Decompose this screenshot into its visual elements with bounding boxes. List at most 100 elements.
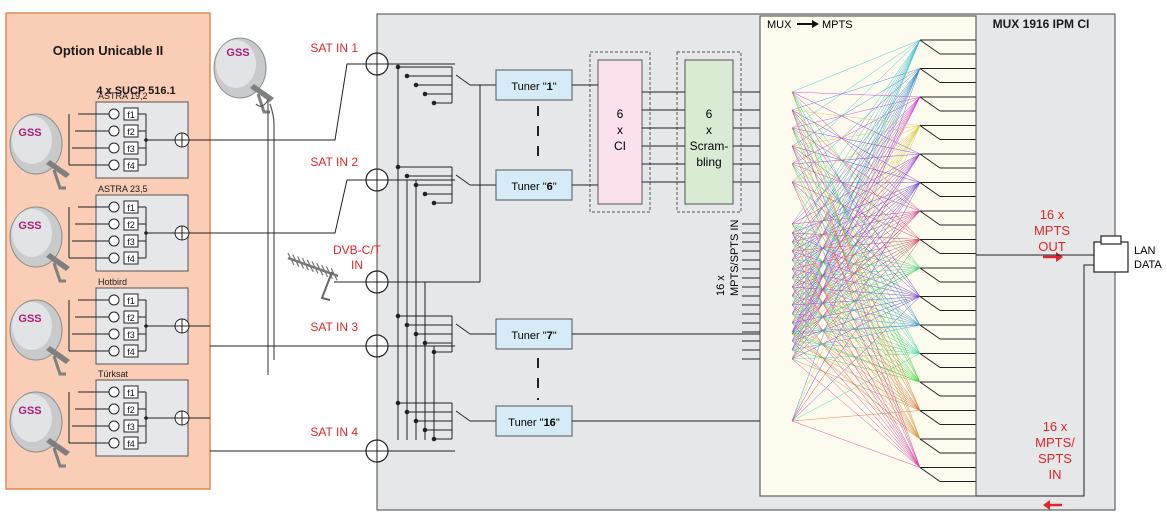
input-bus (365, 52, 496, 463)
mux-route (791, 125, 921, 183)
mux-route (791, 259, 921, 269)
filter-label: f3 (127, 330, 135, 340)
ci-label-2: x (617, 123, 623, 137)
junction-dot (422, 340, 428, 346)
tuner-1: Tuner "1" (495, 69, 573, 101)
mux-route (791, 331, 921, 383)
mux-route (791, 349, 921, 440)
mux-route (791, 313, 921, 326)
antenna-element (325, 266, 333, 279)
mux-route (791, 39, 921, 165)
junction-dot (395, 164, 401, 170)
mux-route (791, 181, 921, 354)
mux-route (791, 296, 921, 342)
filter-label: f2 (127, 220, 135, 230)
mux-route (791, 91, 921, 326)
antenna-element (301, 257, 309, 271)
mux-output-branch (919, 125, 941, 140)
mux-route (791, 91, 921, 383)
tuner-7: Tuner "7" (495, 318, 573, 350)
mux-route (791, 109, 921, 297)
mux-route (791, 153, 921, 261)
mux-route (791, 223, 921, 440)
junction-dot (395, 64, 401, 70)
input-label-sat3: SAT IN 3 (310, 320, 358, 334)
mpts-spts-in-rotated-1: 16 x (715, 275, 727, 296)
antenna-element (287, 252, 295, 266)
mux-route (791, 239, 921, 324)
mux-route (791, 358, 921, 468)
splitter-icon (108, 218, 120, 230)
mux-route (791, 296, 921, 360)
mux-route (791, 68, 921, 147)
filter-label: f3 (127, 237, 135, 247)
mux-route (791, 163, 921, 269)
mux-route (791, 145, 921, 468)
satellite-dish-icon: GSS (8, 205, 72, 283)
mux-route (791, 182, 921, 288)
mux-route (791, 232, 921, 468)
input-label-dvb-1: DVB-C/T (333, 243, 382, 257)
mux-route (791, 267, 921, 297)
junction-dot (413, 418, 419, 424)
mux-route (791, 295, 921, 326)
satellite-name: ASTRA 23,5 (98, 184, 148, 194)
mux-route (791, 182, 921, 324)
switch-arm (455, 410, 471, 422)
mux-output-branch (919, 153, 941, 169)
mpts-in-label-2: MPTS/ (1035, 435, 1075, 450)
mux-route (791, 250, 921, 297)
mux-route (791, 210, 921, 351)
mux-route (791, 286, 921, 411)
junction-dot (422, 191, 428, 197)
mux-arrow-head-icon (812, 20, 819, 28)
satellite-dish-icon: GSS (8, 390, 72, 468)
mux-route (791, 340, 921, 411)
standalone-dish-logo: GSS (226, 47, 249, 59)
junction-dot (404, 322, 410, 328)
mpts-spts-in-rotated-2: MPTS/SPTS IN (729, 220, 741, 296)
input-label-sat2: SAT IN 2 (310, 155, 358, 169)
unicable-title: Option Unicable II (53, 43, 164, 58)
lan-in-line (976, 264, 1094, 497)
mux-route (791, 313, 921, 383)
mux-route (791, 181, 921, 468)
mux-route (791, 241, 921, 440)
junction-dot (404, 173, 410, 179)
filter-label: f1 (127, 110, 135, 120)
filter-label: f3 (127, 144, 135, 154)
mux-route (791, 163, 921, 326)
splitter-icon (108, 235, 120, 247)
mux-route (791, 259, 921, 383)
mux-route (791, 127, 921, 383)
mux-route (791, 163, 921, 383)
satellite-name: Hotbird (98, 277, 127, 287)
cable-sat2 (210, 179, 377, 234)
antenna-element (297, 256, 305, 269)
junction-dot (413, 331, 419, 337)
mux-output-branch (919, 324, 941, 340)
mux-route (791, 420, 921, 468)
gss-logo: GSS (18, 313, 41, 325)
mux-route (791, 127, 921, 440)
mpts-out-label-3: OUT (1038, 239, 1066, 254)
junction-dot (395, 400, 401, 406)
mux-route (791, 353, 921, 360)
splitter-icon (108, 345, 120, 357)
mux-route (791, 267, 921, 333)
mux-route (791, 163, 921, 440)
mux-route (791, 145, 921, 240)
mux-output-branch (919, 438, 941, 454)
mux-route (791, 91, 921, 212)
mux-crossbar (791, 39, 921, 468)
mux-route (791, 39, 921, 261)
mux-route (791, 127, 921, 326)
mpts-in-label-4: IN (1049, 467, 1062, 482)
mux-route (791, 109, 921, 354)
antenna-element (311, 261, 319, 274)
mux-route (791, 340, 921, 354)
